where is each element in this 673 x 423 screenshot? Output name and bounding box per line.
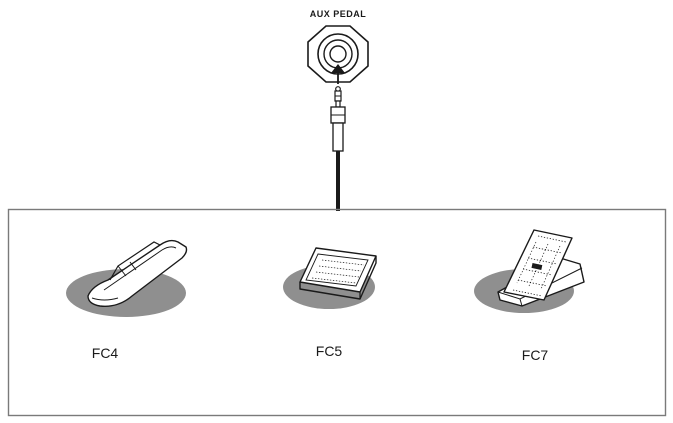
pedal-label-fc5: FC5 — [315, 343, 343, 359]
footswitch-icon — [283, 247, 377, 309]
pedal-label-fc4: FC4 — [91, 345, 119, 361]
pedal-options-frame — [7, 208, 667, 417]
insert-arrow-icon — [331, 64, 345, 84]
expression-pedal-icon — [474, 229, 585, 313]
pedal-label-fc7: FC7 — [521, 347, 549, 363]
pedal-plug-icon — [330, 86, 346, 152]
aux-pedal-jack-icon — [307, 25, 369, 83]
sustain-pedal-icon — [66, 239, 188, 317]
aux-pedal-label: AUX PEDAL — [309, 9, 367, 19]
